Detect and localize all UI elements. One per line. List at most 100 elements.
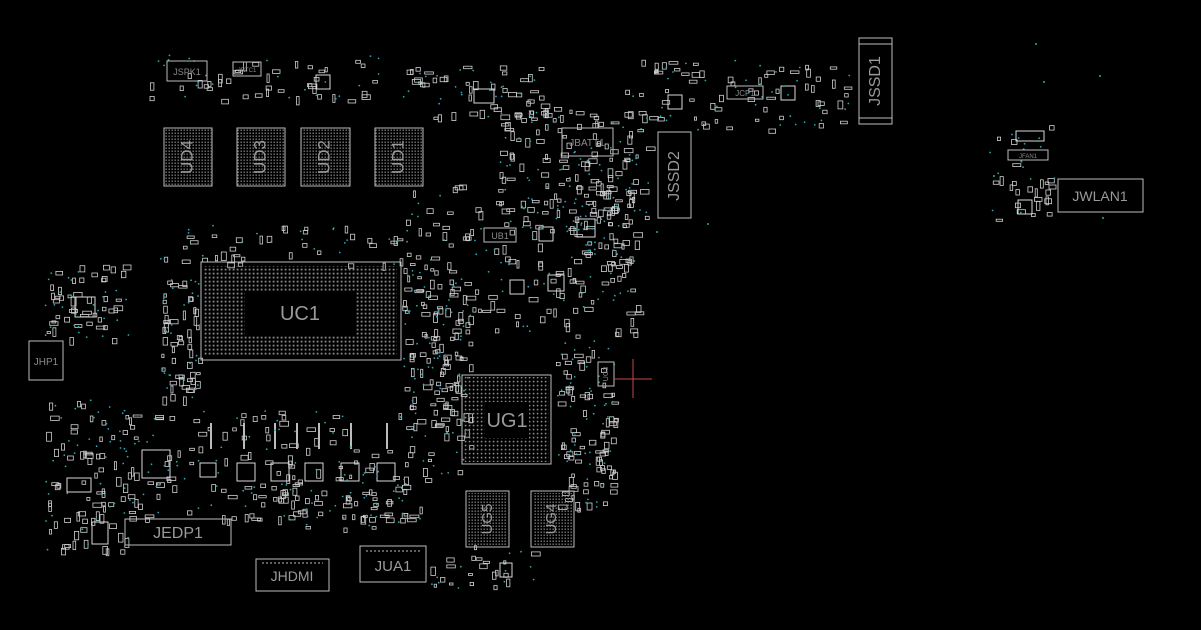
via <box>365 495 368 497</box>
passive-component <box>691 72 700 78</box>
passive-component <box>128 417 132 426</box>
via <box>432 464 435 467</box>
via <box>183 304 186 306</box>
passive-component <box>601 281 610 286</box>
via <box>342 516 345 519</box>
component-uc1[interactable]: UC1 <box>200 261 402 361</box>
via <box>123 409 126 412</box>
via <box>310 489 313 492</box>
passive-component <box>448 582 454 586</box>
via <box>175 460 178 463</box>
component-ug3[interactable]: UG3 <box>597 361 615 387</box>
passive-component <box>189 240 199 245</box>
passive-component <box>473 81 479 91</box>
passive-component <box>171 346 175 354</box>
passive-component <box>598 121 604 127</box>
passive-component <box>554 193 558 200</box>
passive-component <box>565 323 571 333</box>
component-ud2[interactable]: UD2 <box>300 127 351 187</box>
passive-component <box>506 578 511 588</box>
component-jssd1[interactable]: JSSD1 <box>858 37 893 125</box>
component-jhdmi[interactable]: JHDMI <box>255 558 330 592</box>
passive-component <box>585 356 592 363</box>
ic-package <box>66 477 92 493</box>
passive-component <box>992 180 1000 185</box>
component-jcp1[interactable]: JCP1 <box>726 85 764 100</box>
passive-component <box>596 143 601 147</box>
passive-component <box>164 461 170 467</box>
via <box>334 97 337 100</box>
passive-component <box>372 80 378 84</box>
passive-component <box>602 382 607 389</box>
passive-component <box>108 308 115 314</box>
ic-package <box>304 462 324 482</box>
via <box>628 187 631 189</box>
component-jbatt1[interactable]: JBATT1 <box>561 127 614 157</box>
component-ud1[interactable]: UD1 <box>374 127 424 187</box>
via <box>783 85 785 88</box>
via <box>603 237 606 239</box>
via <box>603 404 606 407</box>
component-jwlan1[interactable]: JWLAN1 <box>1057 178 1144 213</box>
component-jhp1[interactable]: JHP1 <box>28 340 64 381</box>
passive-component <box>550 229 555 234</box>
component-ub1[interactable]: UB1 <box>483 227 517 243</box>
passive-component <box>559 391 566 396</box>
component-jfan1[interactable]: JFAN1 <box>1007 149 1049 161</box>
component-jssd2[interactable]: JSSD2 <box>657 131 692 219</box>
via <box>607 169 610 171</box>
passive-component <box>144 514 155 519</box>
component-ug5[interactable]: UG5 <box>465 490 510 548</box>
component-ug1[interactable]: UG1 <box>461 374 552 465</box>
via <box>529 566 532 568</box>
passive-component <box>474 289 480 295</box>
via <box>132 501 134 504</box>
passive-component <box>425 291 432 298</box>
via <box>607 195 610 197</box>
component-jua1[interactable]: JUA1 <box>359 545 427 583</box>
passive-component <box>50 284 54 291</box>
via <box>166 387 169 389</box>
component-jrtc1[interactable]: JRTC1 <box>232 61 262 77</box>
passive-component <box>600 431 606 438</box>
via <box>819 107 821 110</box>
component-ud4[interactable]: UD4 <box>163 127 213 187</box>
component-jspk1[interactable]: JSPK1 <box>166 60 208 82</box>
passive-component <box>431 342 436 348</box>
via <box>574 198 577 201</box>
via <box>253 486 256 488</box>
passive-component <box>48 502 52 512</box>
via <box>183 477 186 480</box>
component-jedp1[interactable]: JEDP1 <box>124 518 232 546</box>
passive-component <box>162 337 169 346</box>
via <box>595 506 598 508</box>
via <box>820 119 823 122</box>
passive-component <box>254 93 263 98</box>
passive-component <box>352 514 356 521</box>
passive-component <box>689 98 695 102</box>
via <box>54 404 57 407</box>
passive-component <box>564 454 571 460</box>
passive-component <box>456 418 462 426</box>
passive-component <box>404 386 411 392</box>
passive-component <box>297 510 307 515</box>
component-ug4[interactable]: UG4 <box>530 490 575 548</box>
via <box>561 168 563 171</box>
passive-component <box>416 289 425 293</box>
ic-package <box>91 521 109 545</box>
component-ud3[interactable]: UD3 <box>236 127 286 187</box>
passive-component <box>167 280 173 285</box>
via <box>577 228 580 231</box>
passive-component <box>447 211 454 215</box>
via <box>500 95 503 98</box>
passive-component <box>462 295 467 305</box>
passive-component <box>506 177 516 181</box>
ic-package <box>141 449 171 479</box>
via <box>104 494 106 496</box>
passive-component <box>629 131 634 139</box>
via <box>414 377 416 380</box>
passive-component <box>581 161 591 168</box>
passive-component <box>615 265 623 269</box>
passive-component <box>665 89 669 94</box>
